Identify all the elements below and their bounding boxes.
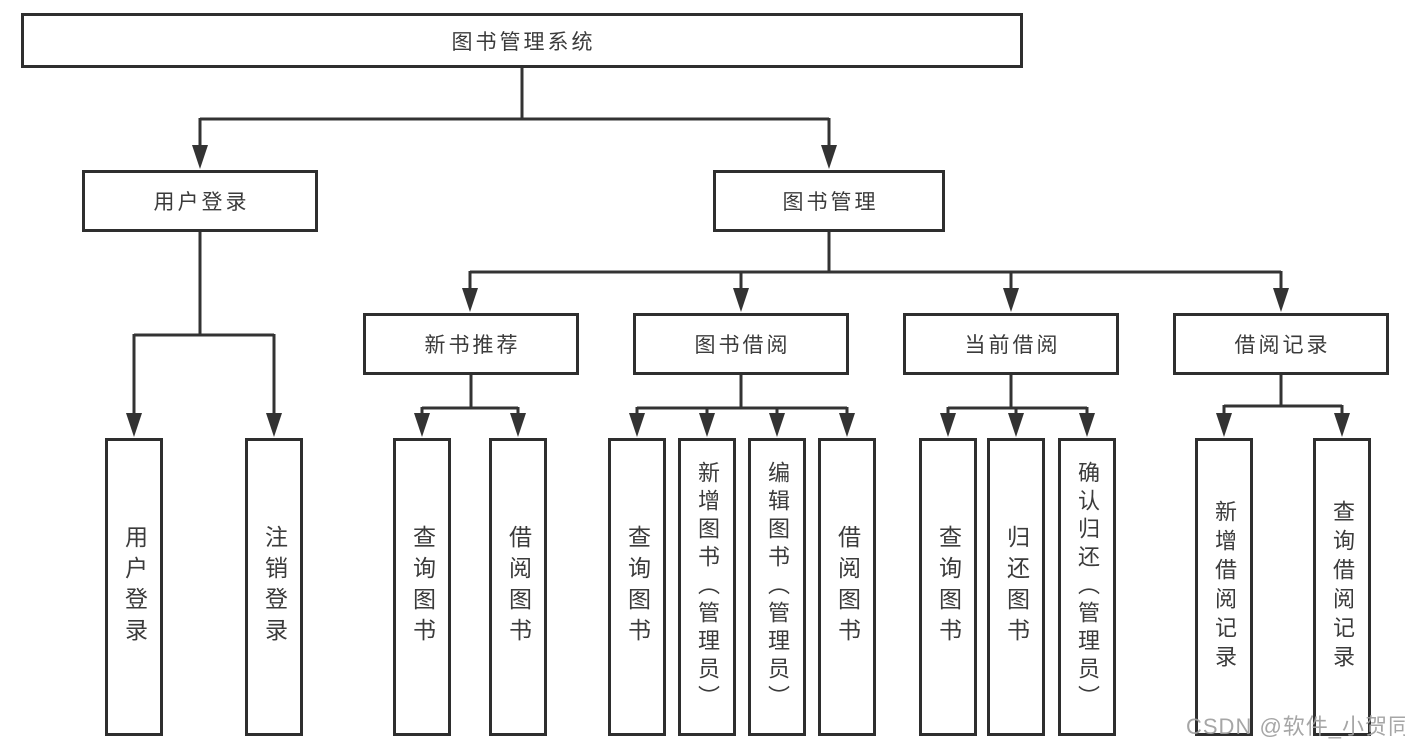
connector-root-to-level2: [198, 67, 831, 147]
csdn-watermark: CSDN @软件_小贺同学: [1186, 714, 1405, 739]
leaf-query-books-current: 查询图书: [919, 438, 977, 736]
arrowheads-level2: [192, 145, 837, 169]
leaf-query-books-newbooks-label: 查询图书: [409, 525, 436, 649]
node-new-book-recommend: 新书推荐: [363, 313, 579, 375]
leaf-borrow-books-newbooks: 借阅图书: [489, 438, 547, 736]
arrowheads-borrow-group: [629, 413, 855, 437]
arrowheads-current-group: [940, 413, 1095, 437]
leaf-borrow-books-newbooks-label: 借阅图书: [505, 525, 532, 649]
node-root: 图书管理系统: [21, 13, 1023, 68]
connector-newbooks-group: [420, 375, 520, 415]
connector-mgmt-to-level3: [468, 232, 1283, 290]
node-book-borrowing-label: 图书借阅: [694, 334, 791, 357]
connector-login-group: [132, 232, 276, 415]
leaf-borrow-books-borrow-label: 借阅图书: [834, 525, 861, 649]
node-current-borrowing: 当前借阅: [903, 313, 1119, 375]
leaf-query-books-borrow: 查询图书: [608, 438, 666, 736]
leaf-add-books-admin-label: 新增图书（管理员）: [695, 461, 720, 713]
arrowheads-records-group: [1216, 413, 1350, 437]
leaf-logout: 注销登录: [245, 438, 303, 736]
leaf-query-books-borrow-label: 查询图书: [624, 525, 651, 649]
leaf-borrow-books-borrow: 借阅图书: [818, 438, 876, 736]
node-current-borrowing-label: 当前借阅: [964, 334, 1061, 357]
leaf-edit-books-admin: 编辑图书（管理员）: [748, 438, 806, 736]
leaf-edit-books-admin-label: 编辑图书（管理员）: [765, 461, 790, 713]
leaf-query-books-newbooks: 查询图书: [393, 438, 451, 736]
node-borrowing-records: 借阅记录: [1173, 313, 1389, 375]
leaf-query-books-current-label: 查询图书: [935, 525, 962, 649]
leaf-query-borrow-record: 查询借阅记录: [1313, 438, 1371, 736]
node-book-management-label: 图书管理: [782, 191, 879, 214]
leaf-return-books-label: 归还图书: [1003, 525, 1030, 649]
arrowheads-login-group: [126, 413, 282, 437]
node-root-label: 图书管理系统: [451, 30, 596, 54]
leaf-confirm-return-admin: 确认归还（管理员）: [1058, 438, 1116, 736]
node-user-login-label: 用户登录: [153, 191, 250, 214]
arrowheads-level3: [462, 288, 1289, 312]
connector-records-group: [1222, 375, 1344, 415]
leaf-confirm-return-admin-label: 确认归还（管理员）: [1075, 461, 1100, 713]
leaf-user-login: 用户登录: [105, 438, 163, 736]
node-book-management: 图书管理: [713, 170, 945, 232]
leaf-query-borrow-record-label: 查询借阅记录: [1330, 500, 1355, 674]
node-book-borrowing: 图书借阅: [633, 313, 849, 375]
node-user-login: 用户登录: [82, 170, 318, 232]
connector-borrow-group: [635, 375, 849, 415]
connector-current-group: [946, 375, 1089, 415]
leaf-return-books: 归还图书: [987, 438, 1045, 736]
leaf-user-login-label: 用户登录: [121, 525, 148, 649]
node-new-book-recommend-label: 新书推荐: [424, 334, 521, 357]
leaf-add-books-admin: 新增图书（管理员）: [678, 438, 736, 736]
arrowheads-newbooks-group: [414, 413, 526, 437]
leaf-logout-label: 注销登录: [261, 525, 288, 649]
leaf-add-borrow-record-label: 新增借阅记录: [1212, 500, 1237, 674]
leaf-add-borrow-record: 新增借阅记录: [1195, 438, 1253, 736]
node-borrowing-records-label: 借阅记录: [1234, 334, 1331, 357]
